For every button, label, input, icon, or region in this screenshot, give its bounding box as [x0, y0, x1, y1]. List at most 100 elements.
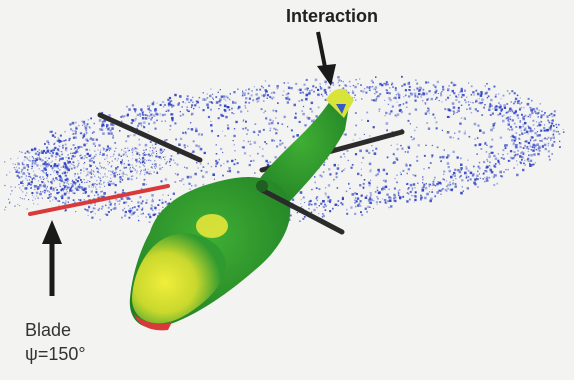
- wake-particle: [454, 169, 456, 171]
- wake-particle: [106, 126, 108, 128]
- wake-particle: [488, 109, 490, 111]
- wake-particle: [407, 151, 409, 153]
- wake-particle: [352, 90, 353, 91]
- wake-particle: [513, 167, 515, 169]
- wake-particle: [464, 99, 466, 101]
- wake-particle: [540, 103, 541, 104]
- wake-particle: [462, 94, 464, 96]
- wake-particle: [346, 213, 348, 215]
- wake-particle: [479, 98, 480, 99]
- wake-particle: [428, 82, 430, 84]
- wake-particle: [407, 183, 409, 185]
- wake-particle: [366, 86, 368, 88]
- wake-particle: [250, 141, 251, 142]
- wake-particle: [339, 85, 341, 87]
- wake-particle: [257, 153, 259, 155]
- wake-particle: [511, 90, 513, 92]
- wake-particle: [119, 200, 121, 202]
- wake-particle: [395, 115, 397, 117]
- wake-particle: [392, 86, 394, 88]
- wake-particle: [157, 204, 159, 206]
- wake-particle: [563, 129, 564, 130]
- wake-particle: [232, 101, 233, 102]
- wake-particle: [470, 178, 472, 180]
- wake-particle: [552, 143, 553, 144]
- wake-particle: [369, 86, 371, 88]
- wake-particle: [191, 104, 193, 106]
- wake-particle: [409, 199, 411, 201]
- wake-particle: [115, 184, 117, 186]
- wake-particle: [70, 153, 71, 154]
- wake-particle: [205, 171, 207, 173]
- wake-particle: [150, 147, 151, 148]
- wake-particle: [329, 87, 330, 88]
- wake-particle: [532, 130, 533, 131]
- wake-particle: [535, 139, 537, 141]
- wake-particle: [408, 193, 410, 195]
- wake-particle: [232, 160, 234, 162]
- wake-particle: [416, 83, 418, 85]
- wake-particle: [229, 109, 231, 111]
- wake-particle: [326, 196, 327, 197]
- wake-particle: [276, 85, 279, 88]
- wake-particle: [261, 86, 263, 88]
- wake-particle: [337, 167, 340, 170]
- wake-particle: [83, 163, 84, 164]
- wake-particle: [126, 167, 127, 168]
- wake-particle: [369, 89, 371, 91]
- wake-particle: [522, 169, 524, 171]
- wake-particle: [258, 101, 260, 103]
- wake-particle: [258, 130, 261, 133]
- wake-particle: [552, 116, 554, 118]
- wake-particle: [355, 100, 356, 101]
- wake-particle: [245, 121, 247, 123]
- wake-particle: [154, 171, 155, 172]
- wake-particle: [53, 171, 54, 172]
- wake-particle: [453, 111, 454, 112]
- wake-particle: [518, 100, 520, 102]
- wake-particle: [132, 152, 133, 153]
- wake-particle: [48, 166, 49, 167]
- wake-particle: [21, 152, 22, 153]
- wake-particle: [353, 85, 354, 86]
- wake-particle: [84, 144, 87, 147]
- wake-particle: [145, 170, 146, 171]
- wake-particle: [400, 145, 401, 146]
- wake-particle: [454, 172, 456, 174]
- wake-particle: [489, 168, 491, 170]
- wake-particle: [132, 167, 133, 168]
- wake-particle: [402, 196, 404, 198]
- wake-particle: [425, 145, 426, 146]
- wake-particle: [220, 89, 221, 90]
- wake-particle: [48, 158, 49, 159]
- wake-particle: [70, 183, 71, 184]
- wake-particle: [41, 161, 42, 162]
- wake-particle: [432, 185, 433, 186]
- wake-particle: [199, 97, 201, 99]
- wake-particle: [207, 94, 208, 95]
- wake-particle: [63, 190, 64, 191]
- wake-particle: [497, 160, 499, 162]
- wake-particle: [75, 188, 76, 189]
- wake-particle: [95, 213, 96, 214]
- wake-particle: [405, 164, 407, 166]
- wake-particle: [359, 78, 360, 79]
- wake-particle: [488, 177, 490, 179]
- wake-particle: [265, 80, 266, 81]
- wake-particle: [55, 133, 56, 134]
- wake-particle: [114, 175, 115, 176]
- wake-particle: [138, 220, 139, 221]
- wake-particle: [39, 184, 41, 186]
- wake-particle: [165, 201, 167, 203]
- wake-particle: [453, 83, 454, 84]
- wake-particle: [410, 191, 412, 193]
- wake-particle: [368, 184, 370, 186]
- wake-particle: [80, 186, 81, 187]
- wake-particle: [499, 163, 501, 165]
- wake-particle: [299, 221, 301, 223]
- wake-particle: [389, 189, 390, 190]
- wake-particle: [540, 121, 542, 123]
- wake-particle: [98, 169, 99, 170]
- wake-particle: [96, 139, 98, 141]
- wake-particle: [267, 162, 268, 163]
